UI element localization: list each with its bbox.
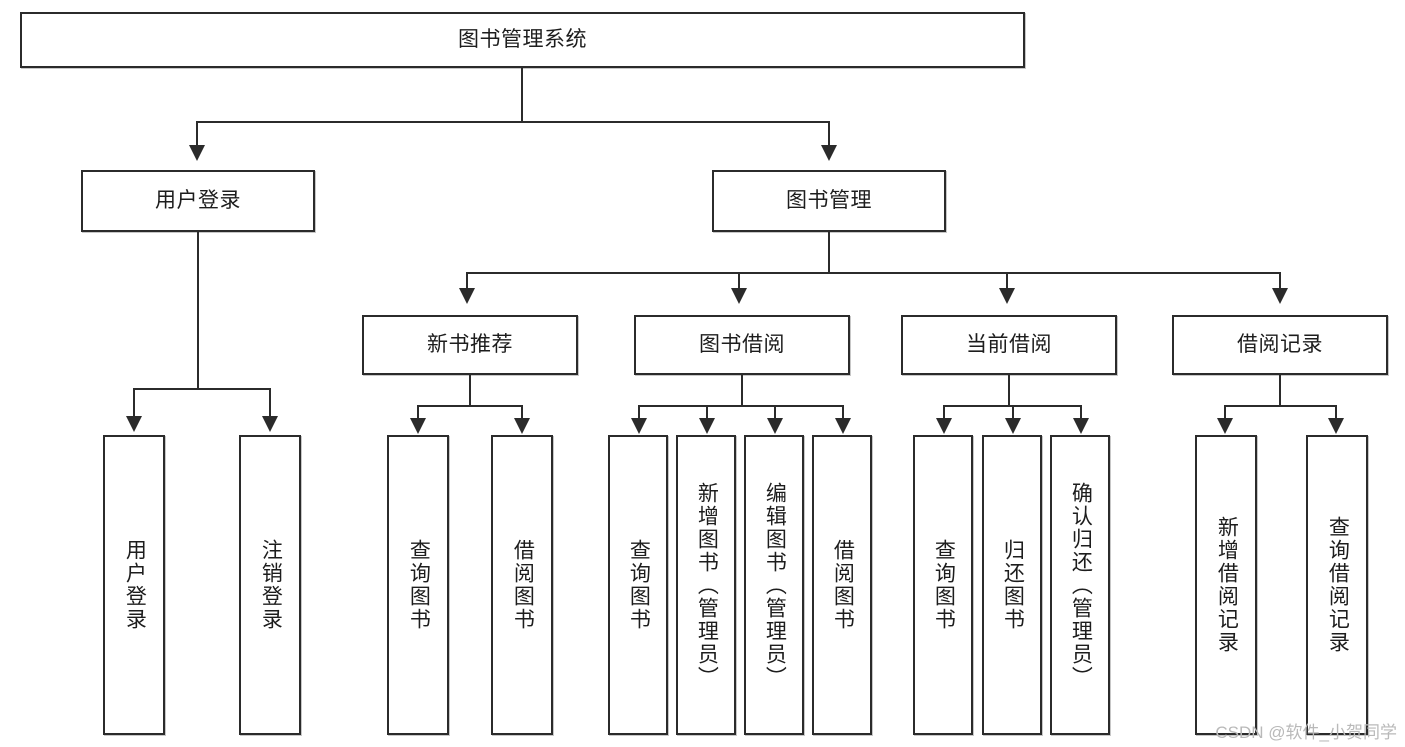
- leaf-current-borrow-query-book[interactable]: 查询图书: [913, 435, 973, 735]
- leaf-borrow-record-add-record[interactable]: 新增借阅记录: [1195, 435, 1257, 735]
- arrow-user-login-leaf-1: [126, 416, 142, 432]
- node-label: 用户登录: [123, 539, 147, 631]
- edge-to-user-login: [196, 121, 198, 147]
- leaf-new-book-borrow-book[interactable]: 借阅图书: [491, 435, 553, 735]
- arrow-borrow-record-leaf-1: [1217, 418, 1233, 434]
- edge-new-book-drop-2: [521, 405, 523, 419]
- node-label: 查询借阅记录: [1326, 516, 1350, 654]
- edge-book-manage-drop-2: [738, 272, 740, 289]
- arrow-borrow-record-leaf-2: [1328, 418, 1344, 434]
- edge-book-borrow-stem: [741, 375, 743, 406]
- edge-borrow-record-bus: [1224, 405, 1335, 407]
- leaf-borrow-record-query-record[interactable]: 查询借阅记录: [1306, 435, 1368, 735]
- node-label: 注销登录: [259, 539, 283, 631]
- arrow-book-borrow-leaf-2: [699, 418, 715, 434]
- edge-borrow-record-drop-1: [1224, 405, 1226, 419]
- node-new-book-recommend[interactable]: 新书推荐: [362, 315, 578, 375]
- edge-book-manage-bus: [466, 272, 1280, 274]
- arrow-current-borrow-leaf-1: [936, 418, 952, 434]
- arrow-current-borrow-leaf-3: [1073, 418, 1089, 434]
- edge-root-bus: [196, 121, 829, 123]
- edge-new-book-stem: [469, 375, 471, 406]
- node-label: 借阅图书: [831, 539, 855, 631]
- edge-current-borrow-drop-1: [943, 405, 945, 419]
- arrow-to-user-login: [189, 145, 205, 161]
- node-label: 借阅记录: [1237, 332, 1323, 356]
- edge-book-borrow-drop-4: [842, 405, 844, 419]
- arrow-to-book-manage: [821, 145, 837, 161]
- edge-book-manage-stem: [828, 232, 830, 273]
- node-label: 查询图书: [407, 539, 431, 631]
- edge-current-borrow-drop-3: [1080, 405, 1082, 419]
- leaf-book-borrow-borrow-book[interactable]: 借阅图书: [812, 435, 872, 735]
- edge-root-stem: [521, 68, 523, 122]
- node-label: 归还图书: [1001, 539, 1025, 631]
- leaf-book-borrow-edit-book-admin[interactable]: 编辑图书（管理员）: [744, 435, 804, 735]
- node-current-borrow[interactable]: 当前借阅: [901, 315, 1117, 375]
- node-label: 借阅图书: [511, 539, 535, 631]
- edge-to-book-manage: [828, 121, 830, 147]
- node-book-borrow[interactable]: 图书借阅: [634, 315, 850, 375]
- edge-user-login-drop-2: [269, 388, 271, 416]
- node-label: 新增图书（管理员）: [695, 481, 719, 689]
- arrow-to-book-borrow: [731, 288, 747, 304]
- edge-book-borrow-drop-3: [774, 405, 776, 419]
- arrow-book-borrow-leaf-1: [631, 418, 647, 434]
- arrow-to-borrow-record: [1272, 288, 1288, 304]
- arrow-book-borrow-leaf-4: [835, 418, 851, 434]
- arrow-to-current-borrow: [999, 288, 1015, 304]
- node-label: 当前借阅: [966, 332, 1052, 356]
- node-label: 编辑图书（管理员）: [763, 481, 787, 689]
- edge-new-book-drop-1: [417, 405, 419, 419]
- leaf-new-book-query-book[interactable]: 查询图书: [387, 435, 449, 735]
- node-user-login[interactable]: 用户登录: [81, 170, 315, 232]
- edge-user-login-drop-1: [133, 388, 135, 416]
- edge-book-manage-drop-4: [1279, 272, 1281, 289]
- leaf-current-borrow-return-book[interactable]: 归还图书: [982, 435, 1042, 735]
- node-label: 图书借阅: [699, 332, 785, 356]
- node-label: 图书管理系统: [458, 27, 587, 51]
- edge-borrow-record-stem: [1279, 375, 1281, 406]
- arrow-new-book-leaf-1: [410, 418, 426, 434]
- leaf-user-login-logout[interactable]: 注销登录: [239, 435, 301, 735]
- edge-user-login-stem: [197, 232, 199, 389]
- csdn-watermark: CSDN @软件_小贺同学: [1215, 723, 1397, 742]
- edge-current-borrow-drop-2: [1012, 405, 1014, 419]
- edge-user-login-bus: [133, 388, 269, 390]
- leaf-user-login-login[interactable]: 用户登录: [103, 435, 165, 735]
- node-root-system[interactable]: 图书管理系统: [20, 12, 1025, 68]
- edge-book-borrow-drop-2: [706, 405, 708, 419]
- node-book-management[interactable]: 图书管理: [712, 170, 946, 232]
- node-label: 用户登录: [155, 188, 241, 212]
- node-label: 新书推荐: [427, 332, 513, 356]
- edge-book-manage-drop-1: [466, 272, 468, 289]
- edge-current-borrow-bus: [943, 405, 1080, 407]
- node-borrow-record[interactable]: 借阅记录: [1172, 315, 1388, 375]
- leaf-current-borrow-confirm-return-admin[interactable]: 确认归还（管理员）: [1050, 435, 1110, 735]
- node-label: 确认归还（管理员）: [1069, 481, 1093, 689]
- edge-borrow-record-drop-2: [1335, 405, 1337, 419]
- leaf-book-borrow-add-book-admin[interactable]: 新增图书（管理员）: [676, 435, 736, 735]
- edge-book-manage-drop-3: [1006, 272, 1008, 289]
- edge-new-book-bus: [417, 405, 521, 407]
- arrow-user-login-leaf-2: [262, 416, 278, 432]
- arrow-to-new-book: [459, 288, 475, 304]
- node-label: 图书管理: [786, 188, 872, 212]
- arrow-new-book-leaf-2: [514, 418, 530, 434]
- arrow-current-borrow-leaf-2: [1005, 418, 1021, 434]
- edge-book-borrow-drop-1: [638, 405, 640, 419]
- node-label: 新增借阅记录: [1215, 516, 1239, 654]
- edge-book-borrow-bus: [638, 405, 842, 407]
- node-label: 查询图书: [932, 539, 956, 631]
- node-label: 查询图书: [627, 539, 651, 631]
- leaf-book-borrow-query-book[interactable]: 查询图书: [608, 435, 668, 735]
- arrow-book-borrow-leaf-3: [767, 418, 783, 434]
- edge-current-borrow-stem: [1008, 375, 1010, 406]
